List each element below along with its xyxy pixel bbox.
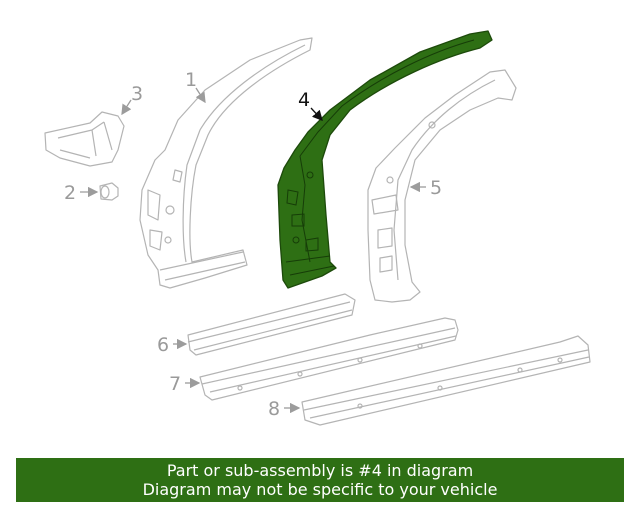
part-8-rocker-outer[interactable] <box>301 335 591 426</box>
callout-3[interactable]: 3 <box>131 83 143 105</box>
part-3-bracket[interactable] <box>44 111 125 167</box>
parts-diagram: 1 2 3 4 5 6 7 8 <box>44 30 591 426</box>
part-2-plug[interactable] <box>99 182 119 201</box>
leader-4 <box>310 107 323 121</box>
callout-2[interactable]: 2 <box>64 182 76 204</box>
part-7-rocker-inner[interactable] <box>199 317 459 401</box>
callout-8[interactable]: 8 <box>268 398 280 420</box>
leader-3 <box>121 99 132 116</box>
part-6-rocker-reinforcement[interactable] <box>187 293 356 356</box>
leader-1 <box>195 87 206 104</box>
callout-7[interactable]: 7 <box>169 373 181 395</box>
part-1-front-pillar-outer[interactable] <box>139 37 313 289</box>
fitment-notice-banner: Part or sub-assembly is #4 in diagram Di… <box>16 458 624 502</box>
banner-line-part-number: Part or sub-assembly is #4 in diagram <box>166 461 474 480</box>
banner-line-disclaimer: Diagram may not be specific to your vehi… <box>142 480 498 499</box>
callout-4[interactable]: 4 <box>298 89 310 111</box>
callout-6[interactable]: 6 <box>157 334 169 356</box>
part-5-pillar-reinforcement[interactable] <box>367 69 517 303</box>
callout-1[interactable]: 1 <box>185 69 197 91</box>
callout-5[interactable]: 5 <box>430 177 442 199</box>
part-4-front-pillar-inner[interactable] <box>277 30 493 289</box>
